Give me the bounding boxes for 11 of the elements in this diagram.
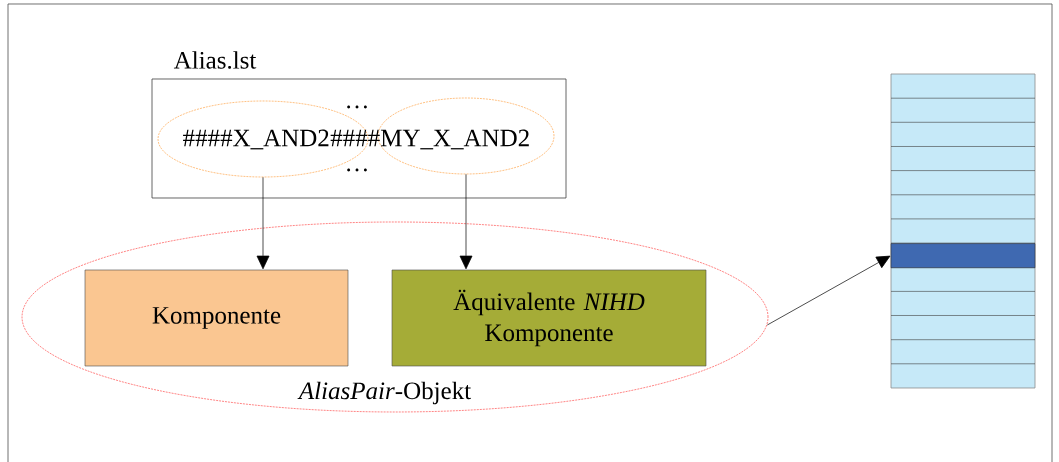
arrow [766,255,891,326]
component-box: Komponente [84,269,349,367]
file-name: Alias.lst [173,51,257,69]
table-stack [890,73,1036,389]
arrow [459,173,473,270]
component-box: Äquivalente NIHD Komponente [391,269,707,367]
arrow [256,176,270,270]
selected-cell [890,243,1036,269]
list-entry: … [347,168,367,172]
list-entry: … [347,105,367,109]
file-box [151,51,567,199]
